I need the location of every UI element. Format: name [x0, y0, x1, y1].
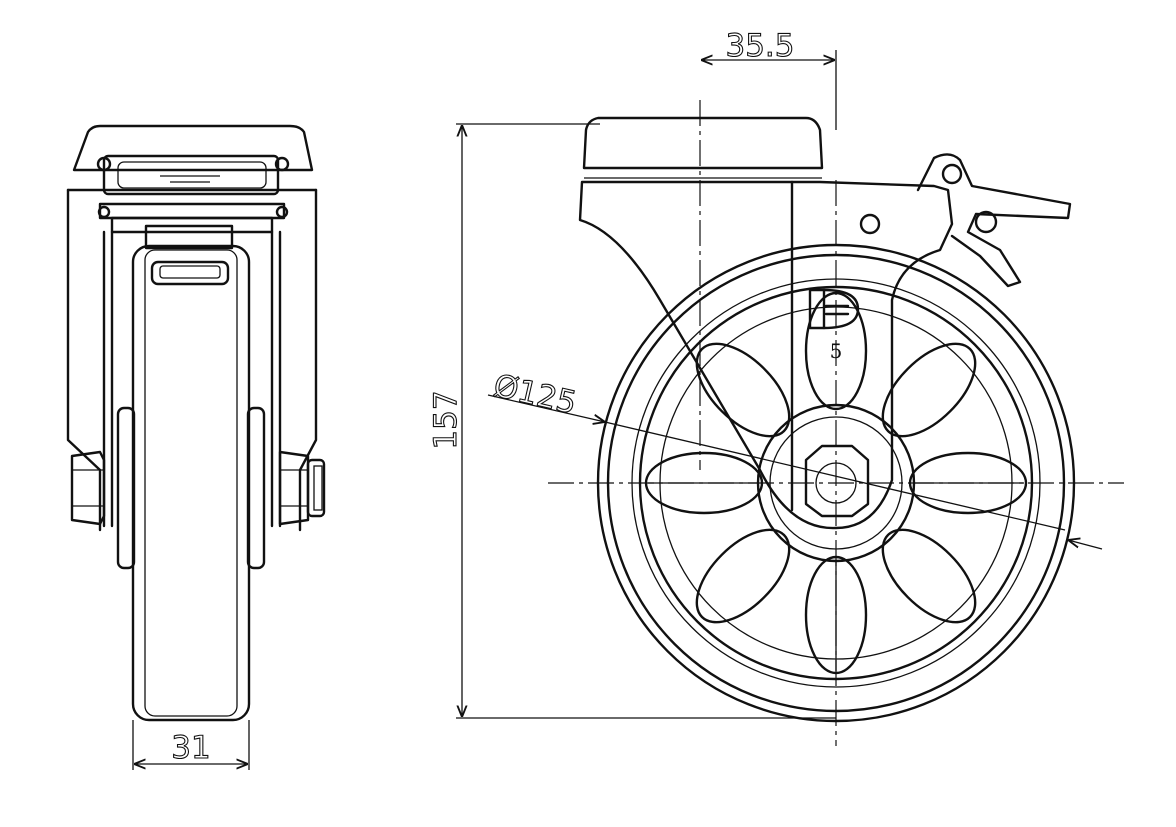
- offset-dimension-label: 35.5: [725, 28, 794, 64]
- width-dimension-label: 31: [171, 730, 210, 766]
- width-dimension: 31: [132, 720, 250, 770]
- brand-logo: [808, 288, 860, 330]
- offset-dimension: 35.5: [701, 27, 837, 130]
- side-view: 5: [548, 100, 1124, 746]
- height-dimension-label: 157: [428, 390, 464, 449]
- height-dimension: 157: [427, 123, 836, 719]
- diameter-dimension-label: Ø125: [490, 368, 580, 422]
- front-view: [66, 124, 326, 722]
